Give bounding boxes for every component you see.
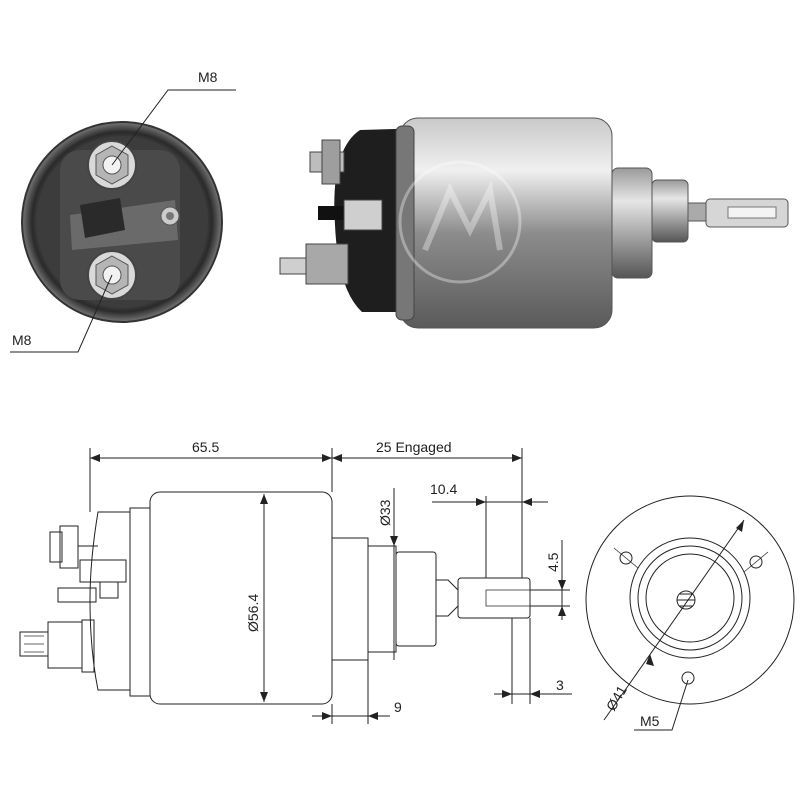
mount-hole-left (619, 551, 633, 565)
side-view-photo (279, 117, 789, 329)
dim-body-diameter: Ø56.4 (245, 594, 261, 632)
dim-fork-offset: 10.4 (430, 481, 457, 497)
drawing-body (149, 491, 333, 705)
dim-flange-diameter: Ø41 (603, 682, 630, 713)
side-drawing: 65.5 25 Engaged 10.4 4.5 3 9 (19, 439, 572, 724)
front-outer-circle (585, 495, 795, 705)
label-mount-thread: M5 (640, 713, 660, 729)
dim-stroke: 25 Engaged (376, 439, 452, 455)
drawing-fork (457, 577, 531, 619)
leader-bottom-m8 (10, 274, 113, 353)
drawing-cap (129, 507, 150, 697)
label-bottom-m8: M8 (12, 332, 32, 348)
dim-boss-diameter: Ø33 (377, 499, 393, 526)
mount-hole-bottom (681, 671, 695, 685)
dim-body-length: 65.5 (192, 439, 219, 455)
end-view-photo: M8 M8 (10, 69, 236, 353)
drawing-boss (331, 537, 369, 661)
dim-fork-thickness: 3 (556, 677, 564, 693)
dim-boss-length: 9 (394, 699, 402, 715)
front-drawing: Ø41 M5 (585, 495, 795, 731)
mount-hole-right (749, 555, 763, 569)
dim-slot-width: 4.5 (545, 552, 561, 572)
label-top-m8: M8 (198, 69, 218, 85)
leader-top-m8 (111, 89, 236, 166)
